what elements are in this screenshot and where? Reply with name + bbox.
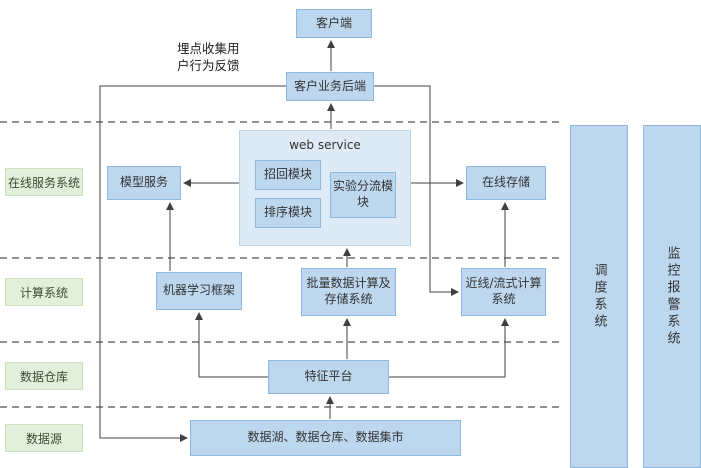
node-feature-platform: 特征平台 — [268, 360, 389, 394]
node-model-service: 模型服务 — [107, 166, 181, 200]
layer-label-data-source: 数据源 — [5, 424, 83, 452]
node-rank-module: 排序模块 — [255, 198, 321, 228]
layer-label-data-warehouse: 数据仓库 — [5, 362, 83, 390]
node-customer-backend: 客户业务后端 — [286, 72, 374, 101]
layer-label-online-service-system: 在线服务系统 — [5, 168, 83, 196]
feedback-annotation: 埋点收集用户行为反馈 — [177, 41, 240, 73]
node-batch-compute-storage: 批量数据计算及存储系统 — [301, 268, 396, 316]
layer-label-compute-system: 计算系统 — [5, 278, 83, 306]
node-data-lake-warehouse-mart: 数据湖、数据仓库、数据集市 — [190, 420, 461, 456]
sidebar-scheduling-label: 调度系统 — [591, 262, 607, 331]
sidebar-scheduling-system: 调度系统 — [570, 125, 628, 468]
node-recall-module: 招回模块 — [255, 160, 321, 190]
node-nearline-streaming: 近线/流式计算系统 — [461, 268, 546, 316]
node-online-storage: 在线存储 — [466, 166, 546, 200]
edge-featureplatform-to-mlframework — [195, 312, 268, 378]
sidebar-monitoring-label: 监控报警系统 — [664, 245, 680, 348]
web-service-label: web service — [289, 138, 361, 152]
node-experiment-split-module: 实验分流模块 — [330, 172, 396, 218]
node-client: 客户端 — [296, 9, 372, 38]
edge-featureplatform-to-nearline — [389, 318, 509, 378]
node-ml-framework: 机器学习框架 — [156, 272, 242, 310]
sidebar-monitoring-alert-system: 监控报警系统 — [643, 125, 701, 468]
